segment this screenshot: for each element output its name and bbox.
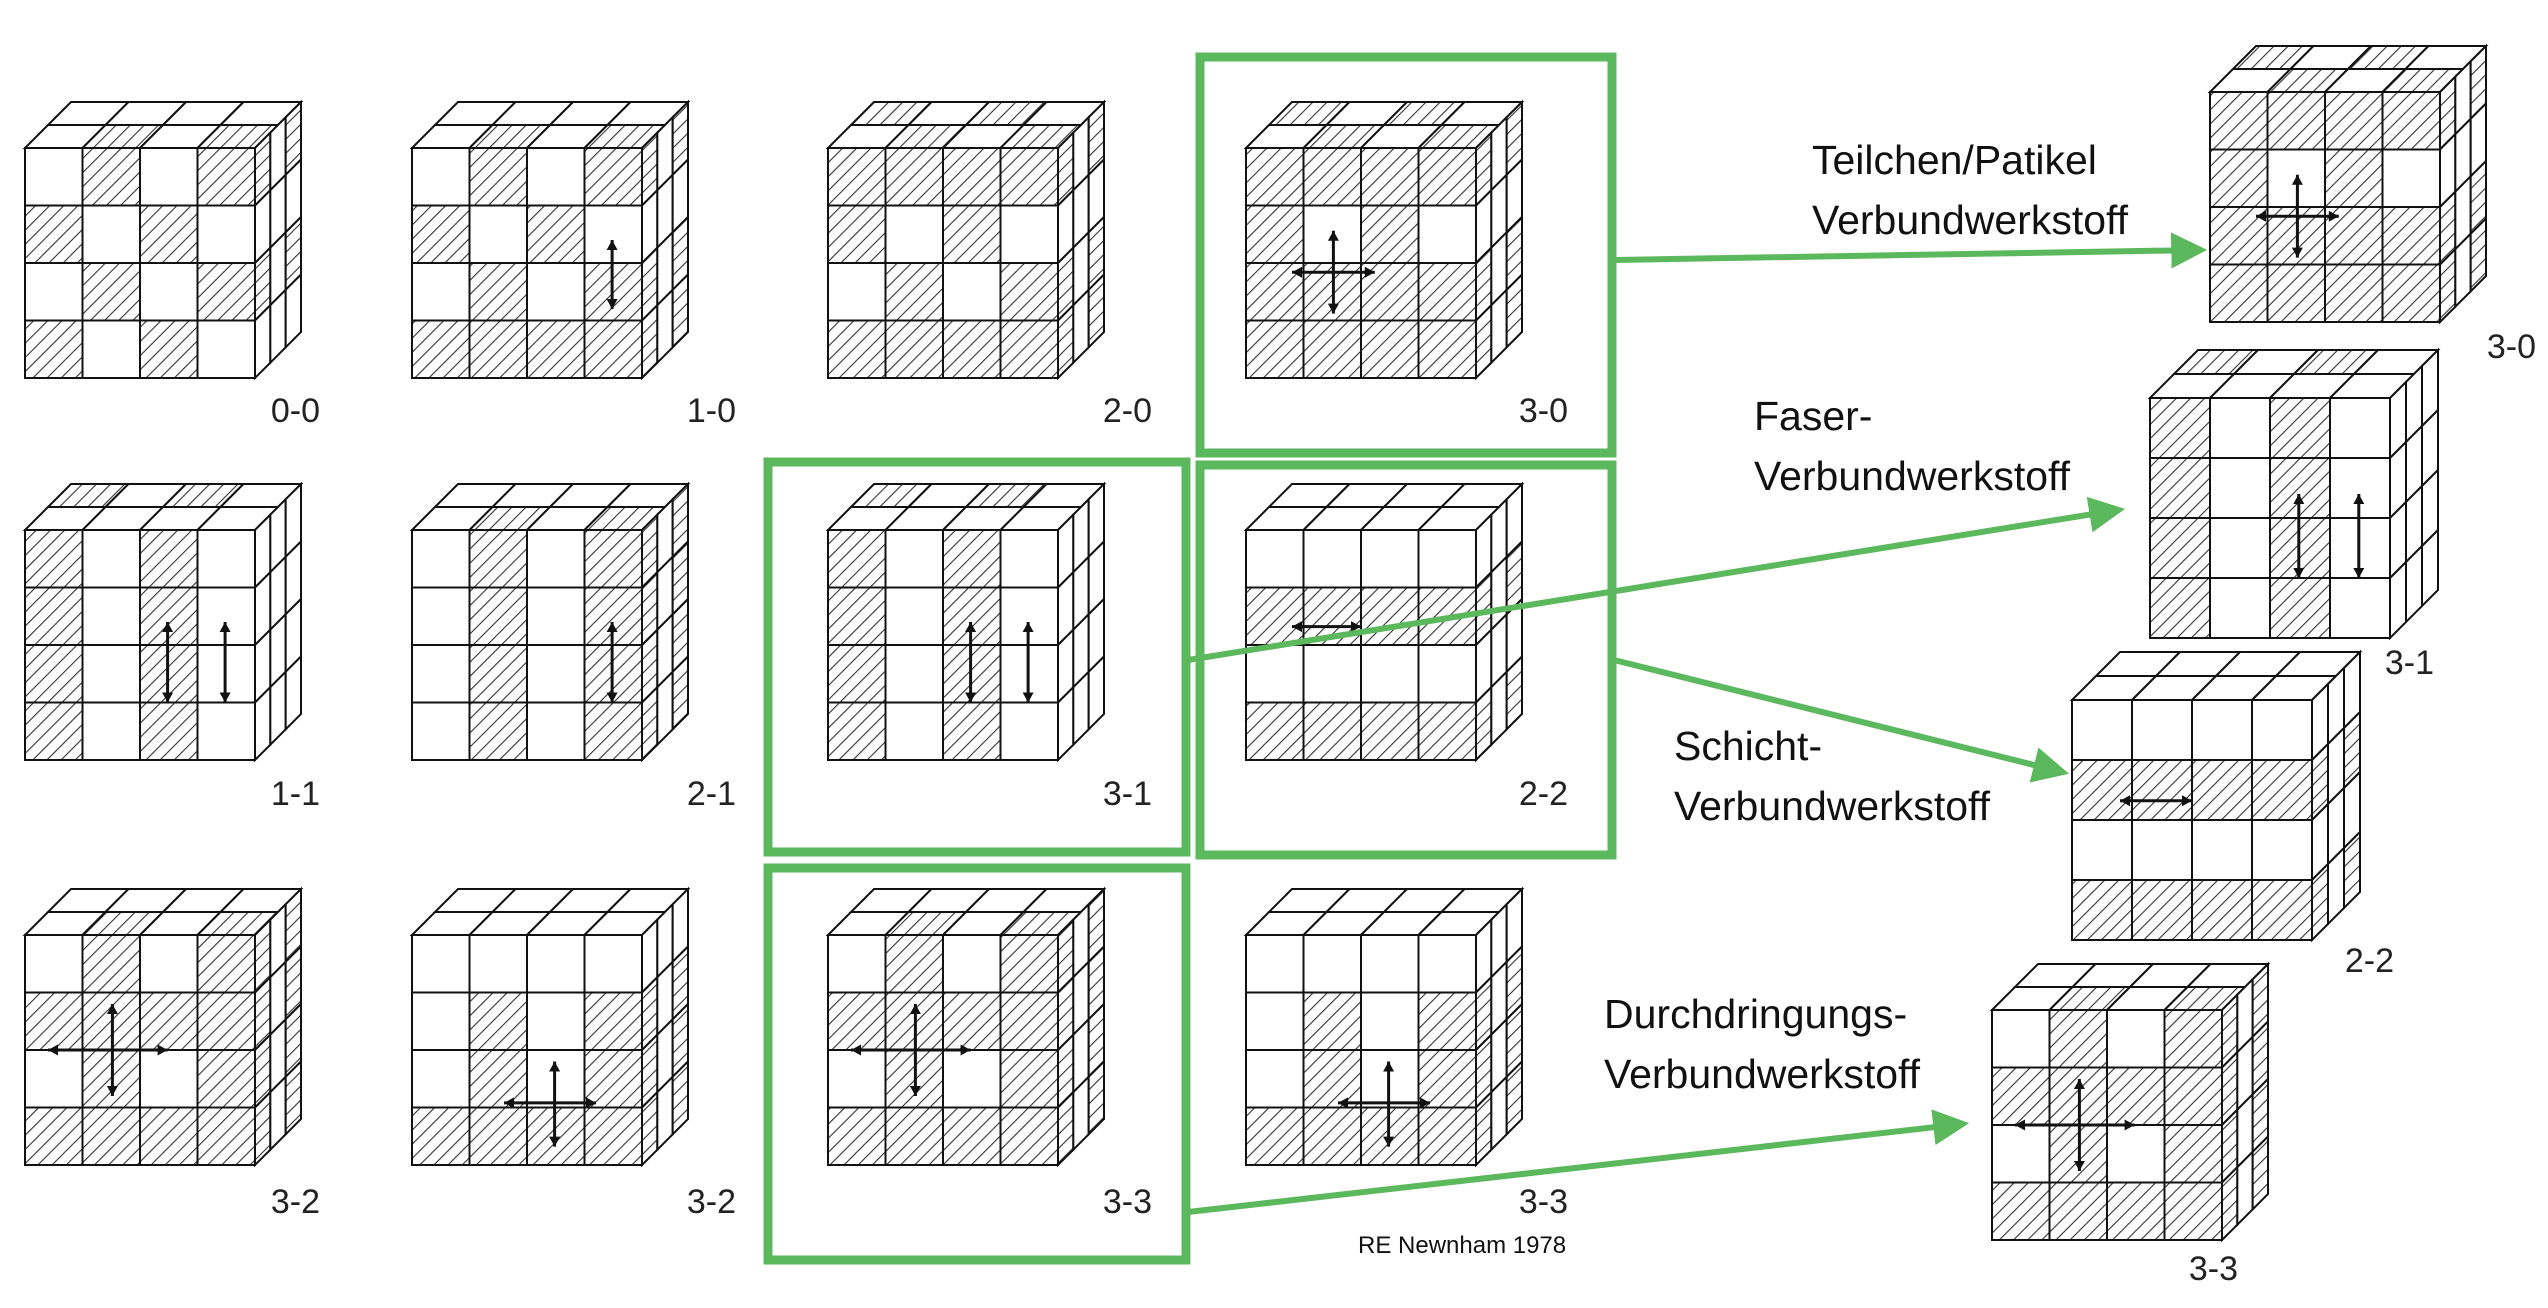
cube-label-2-1: 2-1 bbox=[686, 775, 736, 813]
example-label-3-0: 3-0 bbox=[2486, 328, 2536, 366]
desc-layer-composite: Schicht- Verbundwerkstoff bbox=[1674, 716, 1990, 836]
cube-label-2-2: 2-2 bbox=[1518, 775, 1568, 813]
desc-fiber-line1: Faser- bbox=[1754, 393, 1873, 439]
connector-particle bbox=[1613, 232, 2208, 269]
desc-layer-line2: Verbundwerkstoff bbox=[1674, 783, 1991, 829]
connector-interpenetrating bbox=[1187, 1109, 1970, 1215]
cube-2-0 bbox=[825, 99, 1107, 381]
cube-label-3-3b: 3-3 bbox=[1518, 1183, 1568, 1221]
cube-example-3-3 bbox=[1989, 961, 2271, 1243]
cube-label-1-1: 1-1 bbox=[270, 775, 320, 813]
connector-layer bbox=[1613, 657, 2069, 783]
desc-interpenetrating-composite: Durchdringungs- Verbundwerkstoff bbox=[1604, 984, 1920, 1104]
cube-label-3-2a: 3-2 bbox=[270, 1183, 320, 1221]
example-label-3-3: 3-3 bbox=[2188, 1250, 2238, 1288]
cube-2-1 bbox=[409, 481, 691, 763]
highlight-box-3-3 bbox=[763, 863, 1191, 1265]
desc-particle-composite: Teilchen/Patikel Verbundwerkstoff bbox=[1812, 130, 2128, 250]
source-credit: RE Newnham 1978 bbox=[1358, 1232, 1567, 1259]
cube-3-2a bbox=[22, 886, 304, 1168]
cube-1-1 bbox=[22, 481, 304, 763]
highlight-box-3-0 bbox=[1195, 52, 1617, 458]
cube-label-1-0: 1-0 bbox=[686, 392, 736, 430]
cube-label-3-1: 3-1 bbox=[1102, 775, 1152, 813]
cube-label-3-3a: 3-3 bbox=[1102, 1183, 1152, 1221]
cube-3-1 bbox=[825, 481, 1107, 763]
desc-interpenetrating-line2: Verbundwerkstoff bbox=[1604, 1051, 1921, 1097]
desc-layer-line1: Schicht- bbox=[1674, 723, 1823, 769]
highlight-box-3-1 bbox=[763, 457, 1191, 857]
cube-label-0-0: 0-0 bbox=[270, 392, 320, 430]
cube-1-0 bbox=[409, 99, 691, 381]
cube-3-0 bbox=[1243, 99, 1525, 381]
cube-0-0 bbox=[22, 99, 304, 381]
example-label-2-2: 2-2 bbox=[2344, 942, 2394, 980]
desc-particle-line2: Verbundwerkstoff bbox=[1812, 197, 2129, 243]
cube-label-2-0: 2-0 bbox=[1102, 392, 1152, 430]
cube-example-3-0 bbox=[2207, 43, 2489, 325]
example-label-3-1: 3-1 bbox=[2384, 644, 2434, 682]
desc-interpenetrating-line1: Durchdringungs- bbox=[1604, 991, 1908, 1037]
cube-label-3-2b: 3-2 bbox=[686, 1183, 736, 1221]
connector-fiber bbox=[1187, 496, 2126, 663]
desc-fiber-line2: Verbundwerkstoff bbox=[1754, 453, 2071, 499]
cube-3-2b bbox=[409, 886, 691, 1168]
cube-example-3-1 bbox=[2147, 347, 2441, 641]
cube-3-3a bbox=[825, 886, 1107, 1168]
highlight-boxes bbox=[763, 52, 2208, 1265]
cube-label-3-0: 3-0 bbox=[1518, 392, 1568, 430]
desc-particle-line1: Teilchen/Patikel bbox=[1812, 137, 2097, 183]
desc-fiber-composite: Faser- Verbundwerkstoff bbox=[1754, 386, 2070, 506]
cube-example-2-2 bbox=[2069, 649, 2363, 943]
cube-2-2 bbox=[1243, 481, 1525, 763]
cube-3-3b bbox=[1243, 886, 1525, 1168]
